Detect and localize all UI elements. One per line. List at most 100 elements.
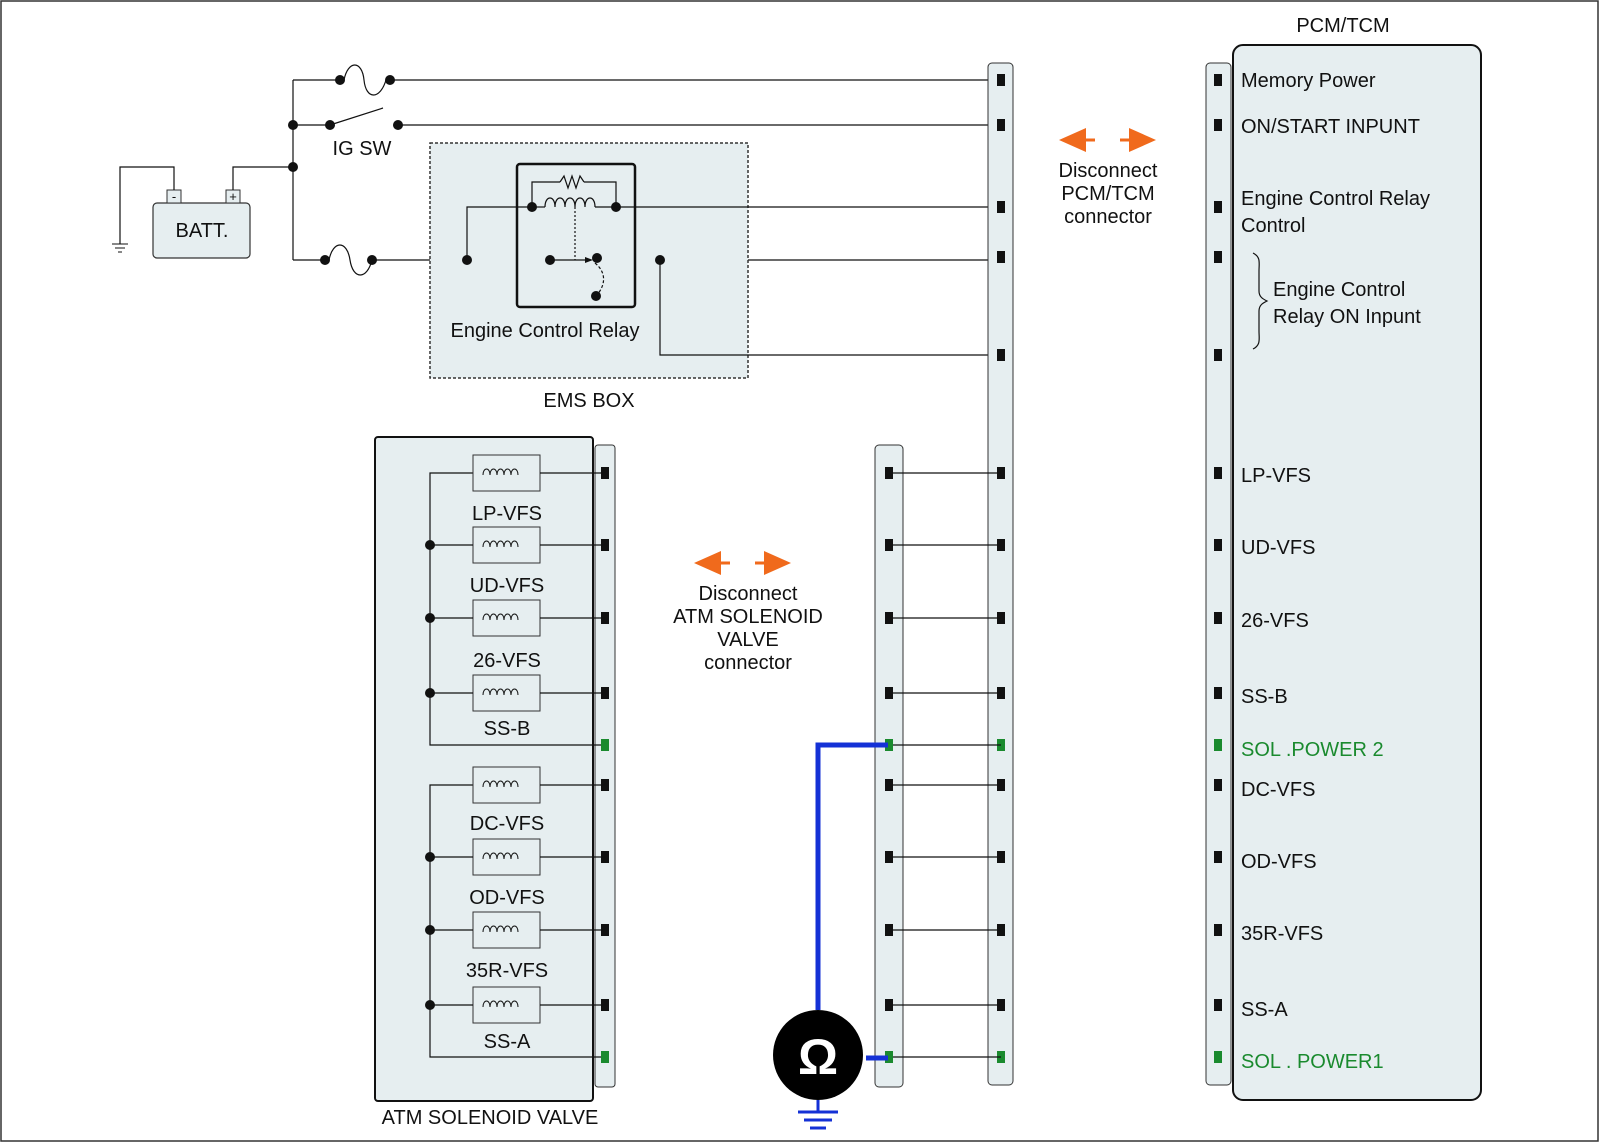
pcm-pin bbox=[1214, 779, 1222, 791]
harness-pin bbox=[997, 74, 1005, 86]
atm-solenoid-valve-label: ATM SOLENOID VALVE bbox=[382, 1107, 599, 1129]
coil-winding-icon bbox=[482, 925, 519, 933]
engine-control-relay bbox=[515, 162, 637, 309]
pcm-pin bbox=[1214, 851, 1222, 863]
solenoid-label: UD-VFS bbox=[470, 575, 544, 597]
disconnect-pcm-text: connector bbox=[1064, 206, 1152, 228]
pcm-harness-connector[interactable] bbox=[987, 62, 1014, 1086]
pcm-pin-label: ON/START INPUNT bbox=[1241, 116, 1420, 138]
solenoid-coil bbox=[472, 766, 541, 804]
disconnect-atm-text: VALVE bbox=[717, 629, 779, 651]
dynamic-layer bbox=[425, 74, 1222, 1063]
pcm-pin bbox=[1214, 251, 1222, 263]
atm-harness-pin bbox=[885, 779, 893, 791]
atm-harness-pin bbox=[885, 467, 893, 479]
atm-harness-pin bbox=[885, 612, 893, 624]
atm-harness-pin bbox=[885, 1051, 893, 1063]
pcm-pin-label: OD-VFS bbox=[1241, 851, 1317, 873]
solenoid-coil bbox=[472, 599, 541, 637]
pcm-pin-label: Relay ON Inpunt bbox=[1273, 306, 1421, 328]
coil-winding-icon bbox=[482, 613, 519, 621]
harness-pin bbox=[997, 201, 1005, 213]
atm-harness-pin bbox=[885, 924, 893, 936]
ohm-symbol-icon: Ω bbox=[798, 1029, 838, 1085]
coil-winding-icon bbox=[482, 540, 519, 548]
engine-control-relay-label: Engine Control Relay bbox=[451, 320, 640, 342]
pcm-pin bbox=[1214, 539, 1222, 551]
battery-minus-label: - bbox=[172, 189, 176, 204]
solenoid-label: DC-VFS bbox=[470, 813, 544, 835]
pcm-pin bbox=[1214, 119, 1222, 131]
pcm-pin bbox=[1214, 612, 1222, 624]
ig-switch-label: IG SW bbox=[333, 138, 392, 160]
pcm-pin-label-sol-power-2: SOL .POWER 2 bbox=[1241, 739, 1384, 761]
atm-harness-connector[interactable] bbox=[874, 444, 904, 1088]
harness-pin bbox=[997, 349, 1005, 361]
pcm-pin-label: SS-A bbox=[1241, 999, 1288, 1021]
atm-valve-pin bbox=[601, 739, 609, 751]
atm-harness-pin bbox=[885, 851, 893, 863]
pcm-pin bbox=[1214, 999, 1222, 1011]
coil-winding-icon bbox=[482, 688, 519, 696]
pcm-pin bbox=[1214, 924, 1222, 936]
pcm-pin-label: DC-VFS bbox=[1241, 779, 1315, 801]
coil-winding-icon bbox=[482, 780, 519, 788]
solenoid-label: SS-A bbox=[484, 1031, 531, 1053]
pcm-pin-label: Engine Control Relay bbox=[1241, 188, 1430, 210]
solenoid-coil bbox=[472, 526, 541, 564]
coil-winding-icon bbox=[482, 1000, 519, 1008]
pcm-pin bbox=[1214, 1051, 1222, 1063]
pcm-pin-label: LP-VFS bbox=[1241, 465, 1311, 487]
pcm-module bbox=[1232, 44, 1482, 1101]
battery-plus-label: + bbox=[229, 189, 237, 204]
solenoid-coil bbox=[472, 454, 541, 492]
solenoid-label: LP-VFS bbox=[472, 503, 542, 525]
atm-harness-pin bbox=[885, 999, 893, 1011]
pcm-pin-label: Control bbox=[1241, 215, 1305, 237]
harness-pin bbox=[997, 119, 1005, 131]
pcm-pin-label-sol-power-1: SOL . POWER1 bbox=[1241, 1051, 1384, 1073]
battery-label: BATT. bbox=[176, 220, 229, 242]
pcm-title: PCM/TCM bbox=[1296, 15, 1389, 37]
pcm-pin-label: 35R-VFS bbox=[1241, 923, 1323, 945]
disconnect-atm-text: Disconnect bbox=[699, 583, 798, 605]
disconnect-atm-text: ATM SOLENOID bbox=[673, 606, 823, 628]
pcm-pin-label: Engine Control bbox=[1273, 279, 1405, 301]
ems-box: Engine Control Relay bbox=[429, 142, 1000, 379]
solenoid-label: OD-VFS bbox=[469, 887, 545, 909]
pcm-connector[interactable] bbox=[1205, 62, 1232, 1086]
solenoid-label: SS-B bbox=[484, 718, 531, 740]
coil-winding-icon bbox=[482, 468, 519, 476]
pcm-pin bbox=[1214, 467, 1222, 479]
solenoid-coil bbox=[472, 838, 541, 876]
pcm-pin bbox=[1214, 687, 1222, 699]
solenoid-rails bbox=[429, 472, 605, 1058]
atm-harness-pin bbox=[885, 739, 893, 751]
battery: - + BATT. bbox=[112, 166, 293, 259]
atm-valve-connector[interactable] bbox=[594, 444, 616, 1088]
atm-valve-pin bbox=[601, 1051, 609, 1063]
ems-box-label: EMS BOX bbox=[543, 390, 634, 412]
disconnect-pcm-text: Disconnect bbox=[1059, 160, 1158, 182]
brace bbox=[1252, 252, 1269, 350]
pcm-pin bbox=[1214, 349, 1222, 361]
solenoid-label: 26-VFS bbox=[473, 650, 541, 672]
pcm-pin-label: UD-VFS bbox=[1241, 537, 1315, 559]
coil-winding-icon bbox=[482, 852, 519, 860]
harness-pin bbox=[997, 251, 1005, 263]
pcm-pin bbox=[1214, 74, 1222, 86]
solenoid-label: 35R-VFS bbox=[466, 960, 548, 982]
ohmmeter[interactable]: Ω bbox=[773, 742, 888, 1130]
disconnect-pcm-text: PCM/TCM bbox=[1061, 183, 1154, 205]
disconnect-atm-text: connector bbox=[704, 652, 792, 674]
atm-harness-pin bbox=[885, 687, 893, 699]
pcm-pin bbox=[1214, 739, 1222, 751]
pcm-pin-label: Memory Power bbox=[1241, 70, 1376, 92]
pcm-pin bbox=[1214, 201, 1222, 213]
atm-harness-pin bbox=[885, 539, 893, 551]
solenoid-coil bbox=[472, 986, 541, 1024]
solenoid-coil bbox=[472, 911, 541, 949]
